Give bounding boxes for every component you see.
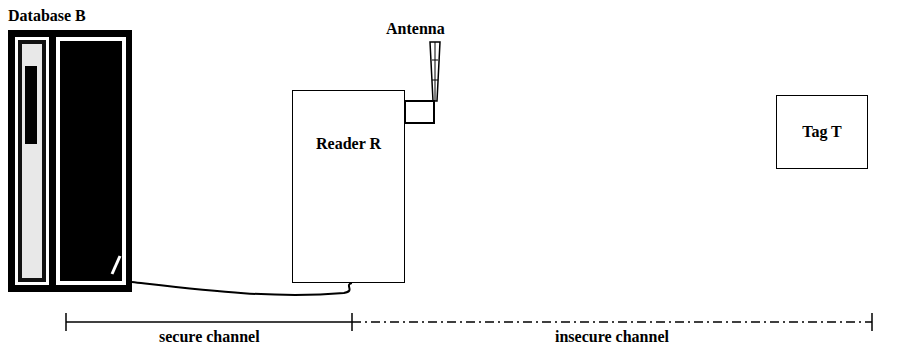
node-label: Reader R — [316, 131, 381, 157]
antenna-label: Antenna — [384, 20, 447, 38]
server-icon — [8, 30, 132, 292]
antenna-symbol — [405, 42, 440, 123]
node-heading: Database B — [8, 6, 86, 26]
cable-connector — [132, 282, 352, 295]
database-server: Database B — [8, 30, 132, 292]
node-label: Tag T — [802, 119, 842, 145]
channel-label: insecure channel — [553, 328, 671, 346]
reader-box: Reader R — [292, 90, 405, 283]
tag-box: Tag T — [776, 95, 868, 169]
channel-label: secure channel — [157, 328, 262, 346]
